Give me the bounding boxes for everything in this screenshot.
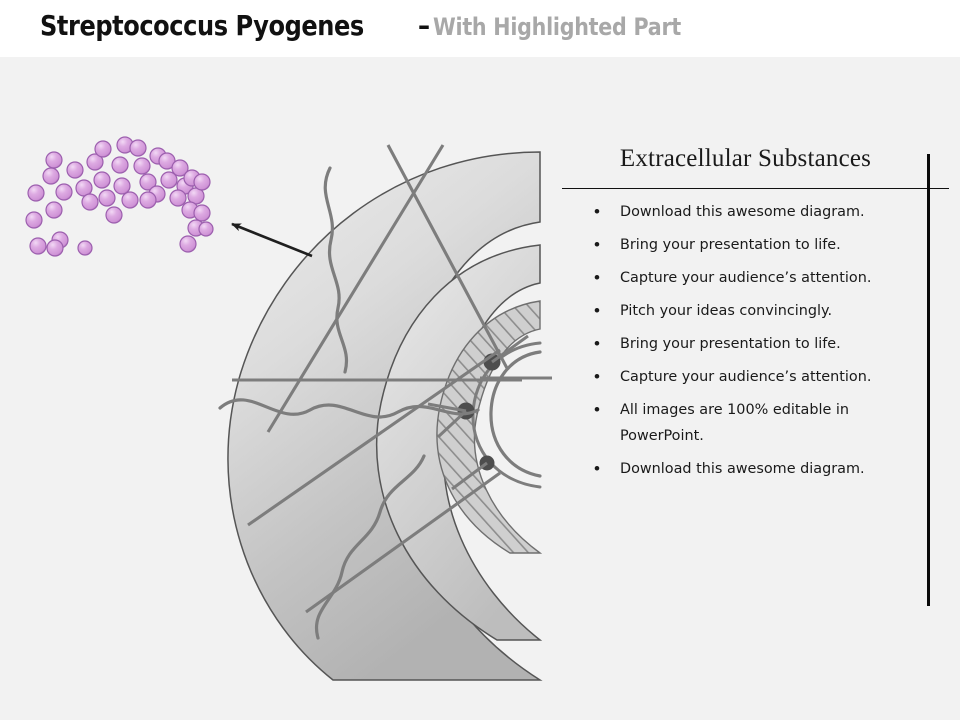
list-item-label: Bring your presentation to life. — [620, 336, 841, 352]
coccus — [86, 153, 104, 171]
coccus — [25, 211, 43, 229]
text-panel: Extracellular Substances • Download this … — [558, 145, 953, 615]
list-item: • Capture your audience’s attention. — [594, 364, 919, 390]
leader-line — [386, 144, 510, 371]
coccus — [75, 179, 93, 197]
list-item-label: All images are 100% editable in PowerPoi… — [620, 402, 849, 444]
coccus — [149, 147, 167, 165]
highlighted-hatched-band — [436, 300, 543, 554]
coccus-chain — [25, 136, 214, 257]
coccus — [198, 221, 214, 237]
coccus — [81, 193, 99, 211]
coccus — [105, 206, 123, 224]
coccus — [183, 169, 201, 187]
list-item-label: Pitch your ideas convincingly. — [620, 303, 833, 319]
coccus — [45, 151, 63, 169]
coccus — [46, 239, 64, 257]
coccus — [66, 161, 84, 179]
list-item-label: Bring your presentation to life. — [620, 237, 841, 253]
wavy-line — [218, 398, 480, 419]
coccus — [94, 140, 112, 158]
coccus — [116, 136, 134, 154]
bullet-marker-icon: • — [594, 202, 600, 221]
wavy-line — [323, 166, 349, 374]
leader-line — [305, 471, 501, 614]
coccus — [148, 185, 166, 203]
coccus — [187, 219, 205, 237]
list-item: • Capture your audience’s attention. — [594, 265, 919, 291]
middle-cell-wall-band — [375, 244, 543, 641]
bullet-marker-icon: • — [594, 367, 600, 386]
list-item-label: Download this awesome diagram. — [620, 461, 865, 477]
list-item: • Download this awesome diagram. — [594, 199, 919, 225]
list-item: • Bring your presentation to life. — [594, 331, 919, 357]
bullet-marker-icon: • — [594, 301, 600, 320]
list-item-label: Download this awesome diagram. — [620, 204, 865, 220]
coccus — [139, 173, 157, 191]
list-item: • Bring your presentation to life. — [594, 232, 919, 258]
coccus — [158, 152, 176, 170]
wavy-line — [314, 454, 426, 640]
title-separator: – — [417, 9, 430, 42]
coccus — [113, 177, 131, 195]
coccus — [169, 189, 187, 207]
inner-membrane-arc — [471, 341, 542, 489]
outer-capsule-band — [227, 151, 543, 681]
bullet-marker-icon: • — [594, 334, 600, 353]
bullet-marker-icon: • — [594, 400, 600, 419]
coccus — [29, 237, 47, 255]
panel-horizontal-rule — [562, 188, 949, 189]
leader-line — [266, 144, 445, 433]
coccus — [77, 240, 93, 256]
coccus — [93, 171, 111, 189]
coccus — [176, 177, 194, 195]
coccus — [193, 204, 211, 222]
coccus — [133, 157, 151, 175]
list-item-label: Capture your audience’s attention. — [620, 270, 872, 286]
coccus — [55, 183, 73, 201]
list-item: • Pitch your ideas convincingly. — [594, 298, 919, 324]
title-main: Streptococcus Pyogenes — [40, 9, 364, 42]
coccus — [129, 139, 147, 157]
coccus — [160, 171, 178, 189]
bullet-marker-icon: • — [594, 235, 600, 254]
bullet-marker-icon: • — [594, 268, 600, 287]
panel-vertical-rule — [927, 154, 930, 606]
coccus — [45, 201, 63, 219]
coccus — [181, 201, 199, 219]
coccus — [98, 189, 116, 207]
slide-header: Streptococcus Pyogenes –With Highlighted … — [0, 0, 960, 57]
coccus — [171, 159, 189, 177]
wavy-filaments — [218, 166, 480, 640]
coccus — [121, 191, 139, 209]
bullet-list: • Download this awesome diagram. • Bring yo… — [594, 199, 919, 489]
list-item: • All images are 100% editable in PowerPo… — [594, 397, 919, 449]
coccus — [139, 191, 157, 209]
coccus — [42, 167, 60, 185]
dot-connector-stubs — [427, 334, 529, 491]
page-title: Streptococcus Pyogenes –With Highlighted … — [40, 12, 721, 40]
bullet-marker-icon: • — [594, 459, 600, 478]
core-protein-dots — [457, 353, 501, 471]
title-subtitle: With Highlighted Part — [432, 13, 681, 41]
coccus — [193, 173, 211, 191]
coccus — [51, 231, 69, 249]
pointer-arrow — [231, 222, 313, 258]
panel-heading: Extracellular Substances — [619, 145, 872, 172]
leader-lines — [232, 144, 552, 614]
core-dot — [479, 455, 495, 471]
core-dot — [457, 402, 475, 420]
coccus — [179, 235, 197, 253]
list-item-label: Capture your audience’s attention. — [620, 369, 872, 385]
coccus — [111, 156, 129, 174]
leader-line — [247, 348, 501, 527]
list-item: • Download this awesome diagram. — [594, 456, 919, 482]
coccus — [27, 184, 45, 202]
coccus — [187, 187, 205, 205]
core-dot — [483, 353, 501, 371]
